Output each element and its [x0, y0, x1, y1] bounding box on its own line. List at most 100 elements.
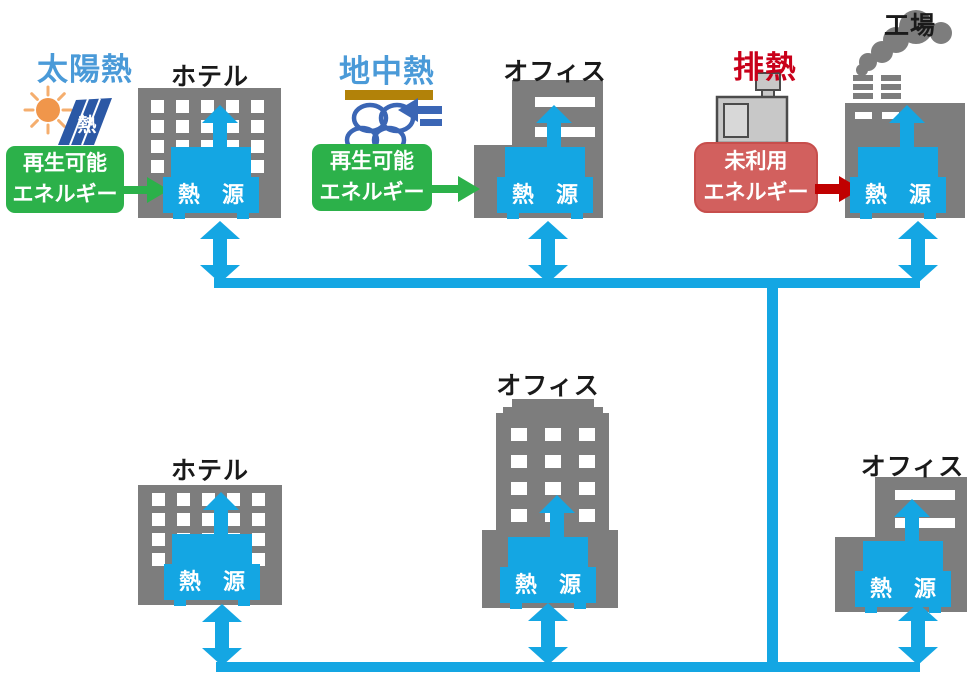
window-bar	[535, 127, 595, 137]
arrow-head-down	[202, 648, 242, 666]
heat-source-tab	[926, 170, 938, 178]
renewable-energy-line1: 再生可能	[23, 152, 107, 176]
arrow-shaft	[541, 618, 555, 650]
up-arrow-icon	[536, 105, 572, 123]
heat-source-unit-hotel-top: 熱 源	[163, 105, 259, 219]
renewable-energy-box-geothermal: 再生可能 エネルギー	[312, 144, 432, 211]
window-bar	[895, 518, 955, 528]
chimney-segment	[853, 93, 873, 99]
arrow-head-up	[898, 221, 938, 239]
arrow-shaft	[541, 236, 555, 268]
renewable-energy-line2: エネルギー	[12, 182, 118, 206]
arrow-shaft	[911, 236, 925, 268]
heat-source-unit-office-bottom-right: 熱 源	[855, 499, 951, 613]
industrial-equipment-icon	[715, 72, 789, 145]
heat-source-tab	[508, 560, 520, 568]
sun-and-solar-panel-icon: 熱	[23, 85, 112, 146]
heat-source-foot	[238, 599, 250, 606]
heat-source-tab	[171, 170, 183, 178]
solar-panel-heat-char: 熱	[77, 113, 96, 136]
office-tower-cap	[503, 407, 603, 415]
heat-source-unit-office-bottom-center: 熱 源	[500, 495, 596, 609]
heat-source-tab	[239, 170, 251, 178]
heat-source-tab	[931, 564, 943, 572]
ground-loop-coil-icon	[344, 90, 442, 154]
unused-energy-box: 未利用 エネルギー	[694, 142, 818, 213]
chimney-segment	[881, 84, 901, 90]
network-exchange-arrow	[898, 603, 938, 665]
unused-energy-line2: エネルギー	[703, 180, 809, 204]
office-tower-cap	[512, 399, 594, 409]
network-exchange-arrow	[528, 603, 568, 665]
heat-source-tab	[172, 557, 184, 565]
heat-source-foot	[174, 599, 186, 606]
heat-source-foot	[574, 602, 586, 609]
heat-source-tab	[573, 170, 585, 178]
smoke-icon	[856, 10, 952, 76]
heat-source-label: 熱 源	[500, 567, 596, 603]
heat-source-label: 熱 源	[497, 177, 593, 213]
heat-source-foot	[173, 212, 185, 219]
chimney-segment	[881, 75, 901, 81]
heat-source-label: 熱 源	[850, 177, 946, 213]
geothermal-heat-heading: 地中熱	[339, 54, 435, 89]
hotel-top-label: ホテル	[170, 63, 249, 91]
renewable-supply-arrow-geothermal	[430, 176, 480, 202]
heat-pipe-top	[214, 278, 920, 288]
arrow-shaft	[815, 184, 843, 194]
heat-source-foot	[237, 212, 249, 219]
arrow-shaft	[213, 236, 227, 268]
window-bar	[895, 490, 955, 500]
office-top-label: オフィス	[503, 58, 607, 86]
up-arrow-icon	[894, 499, 930, 517]
arrow-shaft	[123, 186, 151, 194]
window-row	[151, 120, 264, 133]
heat-source-tab	[863, 564, 875, 572]
network-exchange-arrow	[200, 221, 240, 283]
heat-source-tab	[505, 170, 517, 178]
up-arrow-icon	[203, 492, 239, 510]
arrow-head-up	[200, 221, 240, 239]
office-bottom-right-label: オフィス	[860, 453, 965, 481]
left-arrow-icon	[398, 98, 442, 126]
heat-source-tab	[858, 170, 870, 178]
heat-source-label: 熱 源	[164, 564, 260, 600]
network-exchange-arrow	[202, 604, 242, 666]
unused-energy-line1: 未利用	[724, 150, 788, 174]
solar-heat-heading: 太陽熱	[37, 52, 133, 87]
network-exchange-arrow	[898, 221, 938, 283]
up-arrow-shaft	[905, 515, 919, 571]
soil-bar	[345, 90, 433, 100]
chimney-segment	[881, 93, 901, 99]
heat-source-foot	[924, 212, 936, 219]
heat-source-tab	[240, 557, 252, 565]
heat-source-label: 熱 源	[855, 571, 951, 607]
heat-source-foot	[929, 606, 941, 613]
waste-heat-heading: 排熱	[733, 50, 797, 85]
factory-label: 工場	[883, 12, 936, 40]
up-arrow-icon	[202, 105, 238, 123]
arrow-head-down	[898, 265, 938, 283]
renewable-energy-box-solar: 再生可能 エネルギー	[6, 146, 124, 213]
heat-source-unit-office-top: 熱 源	[497, 105, 593, 219]
chimney-segment	[853, 84, 873, 90]
up-arrow-shaft	[550, 511, 564, 567]
arrow-head-up	[202, 604, 242, 622]
heat-source-foot	[571, 212, 583, 219]
arrow-shaft	[911, 618, 925, 650]
heat-source-foot	[860, 212, 872, 219]
sun-rays	[23, 85, 73, 135]
arrow-head-up	[528, 603, 568, 621]
window-row	[152, 513, 265, 526]
heat-source-unit-hotel-bottom: 熱 源	[164, 492, 260, 606]
window-bar	[855, 112, 872, 119]
window-row	[511, 455, 595, 468]
heat-source-label: 熱 源	[163, 177, 259, 213]
up-arrow-icon	[539, 495, 575, 513]
arrow-head	[458, 176, 480, 202]
renewable-energy-line1: 再生可能	[330, 150, 414, 174]
up-arrow-shaft	[547, 121, 561, 177]
heat-source-foot	[510, 602, 522, 609]
solar-panel-icon	[58, 98, 112, 145]
